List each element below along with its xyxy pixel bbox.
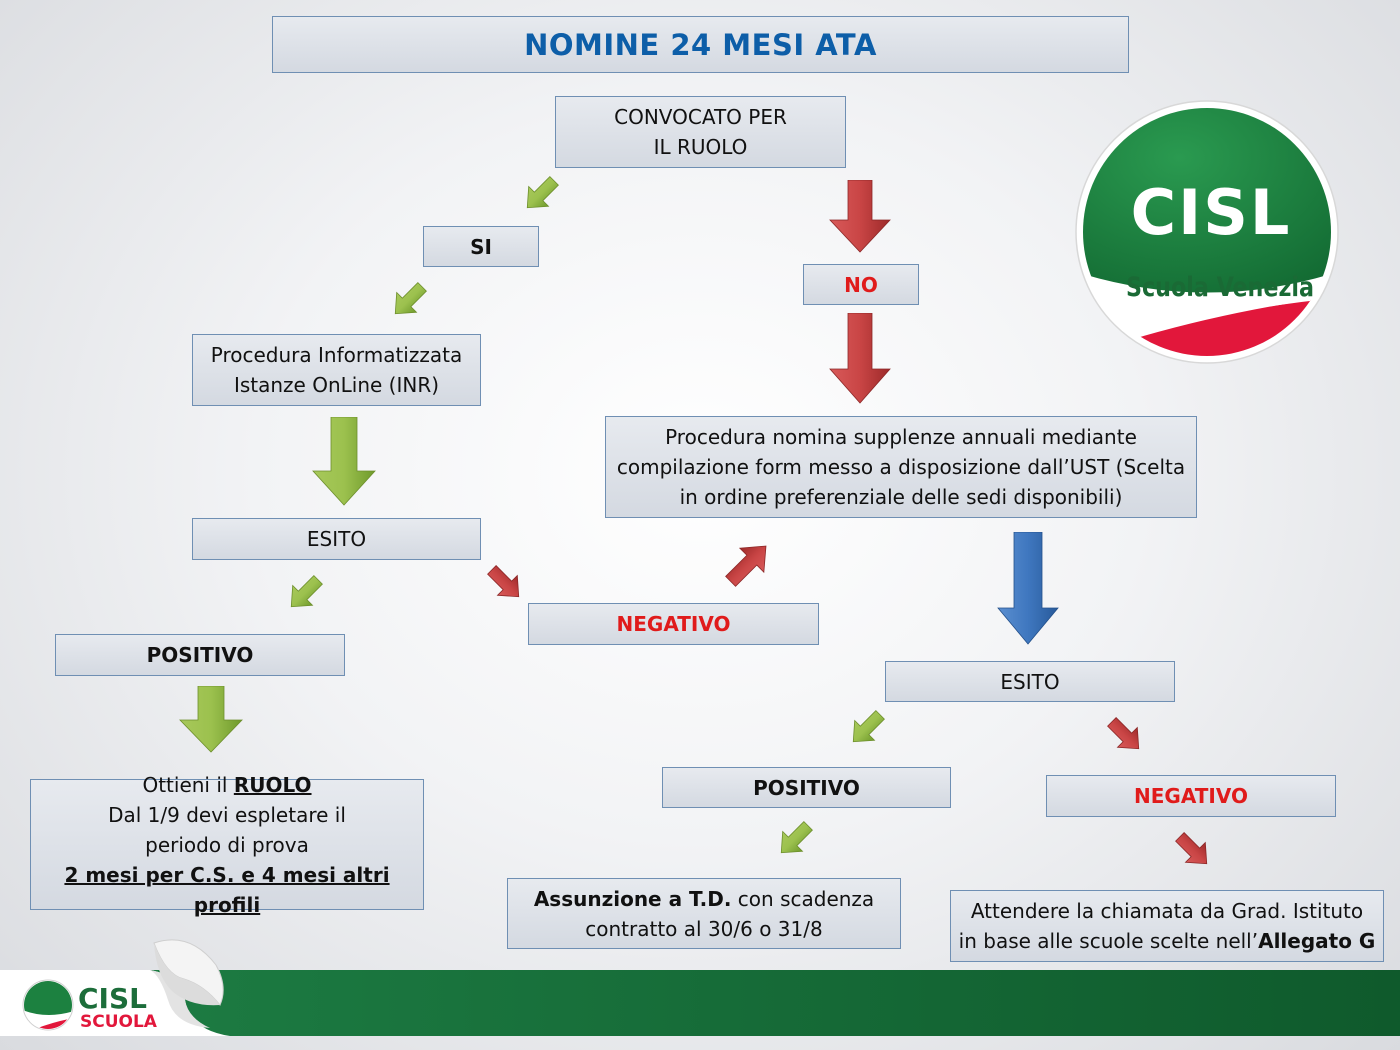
node-assunzione-line2: contratto al 30/6 o 31/8: [585, 916, 823, 941]
node-no: NO: [803, 264, 919, 305]
node-procedura-supplenze-line: compilazione form messo a disposizione d…: [616, 455, 1186, 479]
node-procedura-inr-line: Procedura Informatizzata: [210, 343, 463, 367]
node-convocato: CONVOCATO PER IL RUOLO: [555, 96, 846, 168]
cisl-scuola-footer-logo: CISL SCUOLA: [22, 979, 158, 1032]
logo-main-sub: Scuola Venezia: [1126, 272, 1314, 303]
node-esito-left: ESITO: [192, 518, 481, 560]
arrow-esito-positivo-right: [852, 710, 885, 743]
arrow-inr-esito: [312, 417, 376, 506]
node-ruolo-line1: Ottieni il RUOLO: [142, 770, 311, 800]
node-assunzione-bold: Assunzione a T.D.: [533, 886, 732, 911]
arrow-esito-positivo-left: [290, 575, 323, 608]
diagram-title: NOMINE 24 MESI ATA: [272, 16, 1129, 73]
node-attendere-line2: in base alle scuole scelte nell’Allegato…: [959, 926, 1376, 956]
node-attendere-line1: Attendere la chiamata da Grad. Istituto: [970, 899, 1364, 923]
node-attendere-line2-pre: in base alle scuole scelte nell’: [958, 929, 1259, 953]
node-assunzione-line1: Assunzione a T.D. con scadenza: [534, 884, 874, 914]
node-attendere: Attendere la chiamata da Grad. Istituto …: [950, 890, 1384, 962]
node-procedura-inr-line: Istanze OnLine (INR): [233, 373, 440, 397]
arrow-negativo-supplenze: [725, 545, 767, 587]
arrow-esito-negativo-right: [1107, 717, 1140, 750]
node-si: SI: [423, 226, 539, 267]
arrow-convocato-si: [526, 176, 559, 209]
node-ruolo-line1-bold: RUOLO: [233, 772, 312, 797]
node-assunzione-rest: con scadenza: [731, 886, 875, 911]
node-negativo-mid: NEGATIVO: [528, 603, 819, 645]
node-negativo-right: NEGATIVO: [1046, 775, 1336, 817]
node-ruolo-line4: 2 mesi per C.S. e 4 mesi altri profili: [64, 862, 390, 917]
node-convocato-line: CONVOCATO PER: [614, 105, 787, 129]
node-assunzione: Assunzione a T.D. con scadenza contratto…: [507, 878, 901, 949]
node-positivo-left: POSITIVO: [55, 634, 345, 676]
node-ruolo-line3: periodo di prova: [145, 832, 309, 857]
node-procedura-supplenze-line: Procedura nomina supplenze annuali media…: [665, 425, 1137, 449]
logo-main-brand: CISL: [1131, 176, 1292, 249]
arrow-esito-negativo-mid: [487, 565, 520, 598]
arrow-si-inr: [394, 282, 427, 315]
page-curl: [153, 939, 224, 1006]
arrow-negativo-attendere: [1175, 832, 1208, 865]
node-positivo-right: POSITIVO: [662, 767, 951, 808]
node-procedura-inr: Procedura Informatizzata Istanze OnLine …: [192, 334, 481, 406]
arrow-convocato-no: [829, 180, 891, 253]
cisl-scuola-venezia-logo: CISL Scuola Venezia: [1075, 100, 1339, 364]
arrow-positivo-ruolo: [179, 686, 243, 753]
node-ruolo: Ottieni il RUOLO Dal 1/9 devi espletare …: [30, 773, 424, 917]
node-ruolo-line1-pre: Ottieni il: [142, 772, 234, 797]
node-convocato-line: IL RUOLO: [653, 135, 748, 159]
arrow-positivo-assunzione: [780, 821, 813, 854]
node-procedura-supplenze-line: in ordine preferenziale delle sedi dispo…: [679, 485, 1123, 509]
node-procedura-supplenze: Procedura nomina supplenze annuali media…: [605, 416, 1197, 518]
node-attendere-line2-bold: Allegato G: [1258, 929, 1376, 953]
node-ruolo-line2: Dal 1/9 devi espletare il: [108, 802, 346, 827]
node-esito-right: ESITO: [885, 661, 1175, 702]
logo-footer-brand: CISL: [78, 982, 147, 1015]
arrow-supplenze-esito: [997, 532, 1059, 645]
logo-footer-sub: SCUOLA: [80, 1012, 158, 1032]
arrow-no-supplenze: [829, 313, 891, 404]
